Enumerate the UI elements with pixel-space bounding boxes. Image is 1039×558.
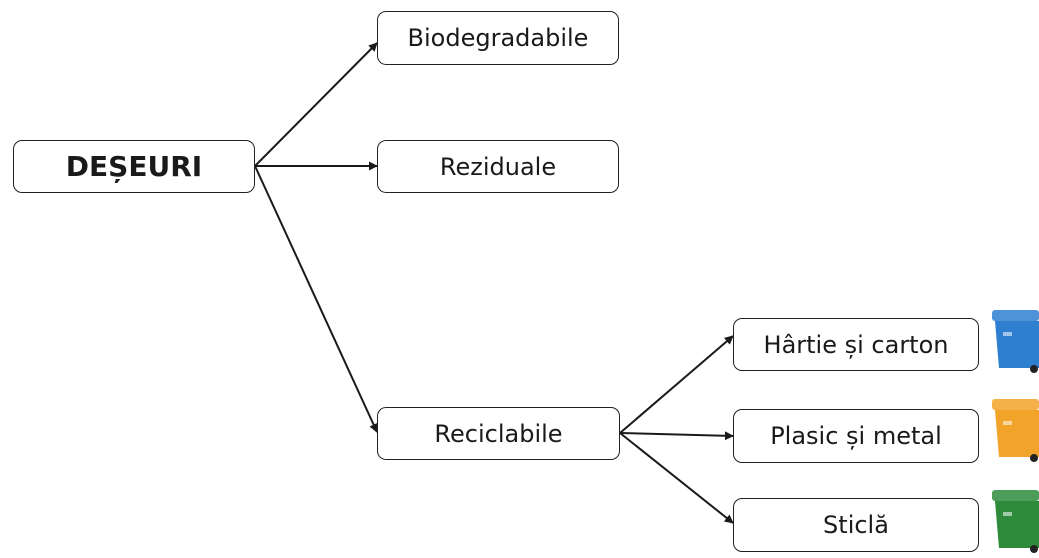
- arrow-reciclabile-to-sticla: [619, 432, 734, 524]
- node-plasic-si-metal: Plasic și metal: [733, 409, 979, 463]
- node-sticla: Sticlă: [733, 498, 979, 552]
- arrow-root-to-reciclabile: [254, 165, 378, 433]
- green-recycling-bin-icon: [992, 490, 1039, 553]
- node-reziduale: Reziduale: [377, 140, 619, 193]
- node-reciclabile: Reciclabile: [377, 407, 620, 460]
- yellow-recycling-bin-icon: [992, 399, 1039, 462]
- arrow-root-to-biodegradabile: [254, 42, 378, 167]
- node-biodegradabile: Biodegradabile: [377, 11, 619, 65]
- blue-recycling-bin-icon: [992, 310, 1039, 373]
- node-hartie-si-carton: Hârtie și carton: [733, 318, 979, 371]
- node-deseuri: DEȘEURI: [13, 140, 255, 193]
- arrow-reciclabile-to-plasic: [619, 431, 734, 441]
- arrow-reciclabile-to-hartie: [619, 335, 734, 434]
